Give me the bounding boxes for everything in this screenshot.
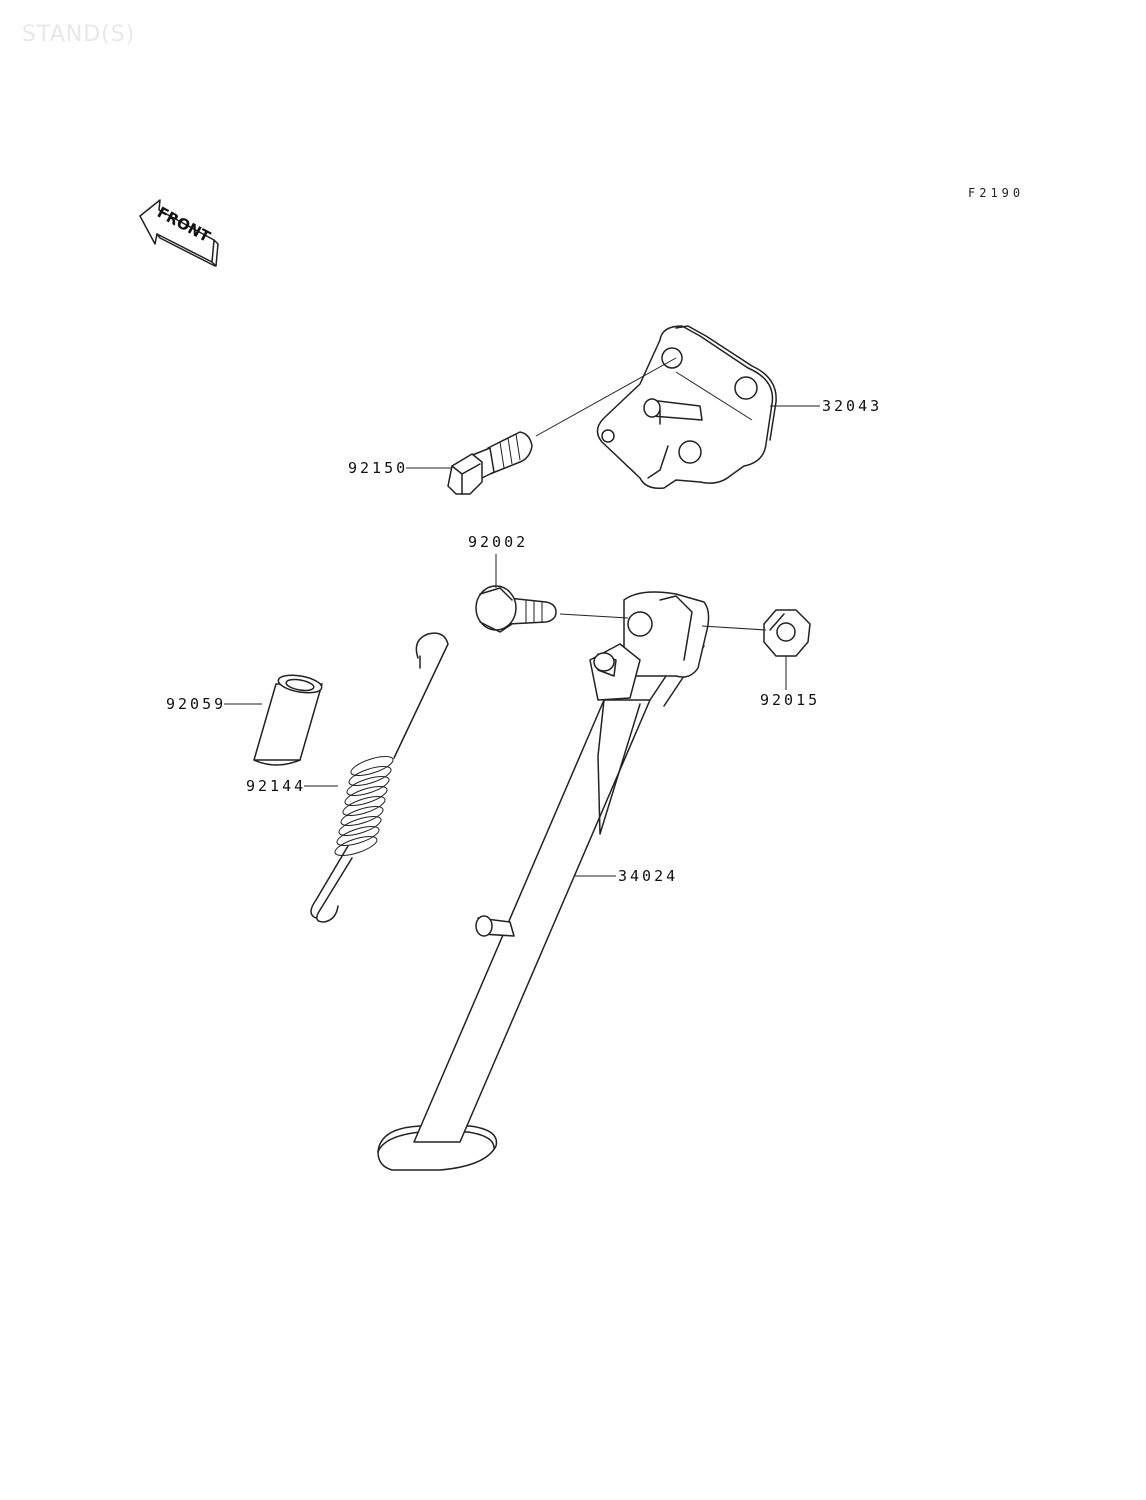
callout-92144[interactable]: 92144 (246, 777, 307, 795)
callout-92015[interactable]: 92015 (760, 691, 821, 709)
page-title: STAND(S) (22, 22, 136, 47)
part-32043-bracket (596, 325, 777, 490)
callout-34024[interactable]: 34024 (618, 867, 679, 885)
part-34024-side-stand (377, 591, 710, 1171)
part-92015-nut (763, 609, 811, 657)
part-92150-bolt (447, 431, 533, 495)
leader-lines (224, 357, 820, 877)
front-arrow-icon: FRONT (139, 199, 219, 267)
callout-92002[interactable]: 92002 (468, 533, 529, 551)
part-92144-spring (310, 632, 449, 923)
callout-92059[interactable]: 92059 (166, 695, 227, 713)
part-92059-collar (253, 674, 323, 766)
callout-32043[interactable]: 32043 (822, 397, 883, 415)
part-92002-bolt (475, 585, 557, 633)
callout-92150[interactable]: 92150 (348, 459, 409, 477)
figure-code: F2190 (968, 186, 1025, 200)
